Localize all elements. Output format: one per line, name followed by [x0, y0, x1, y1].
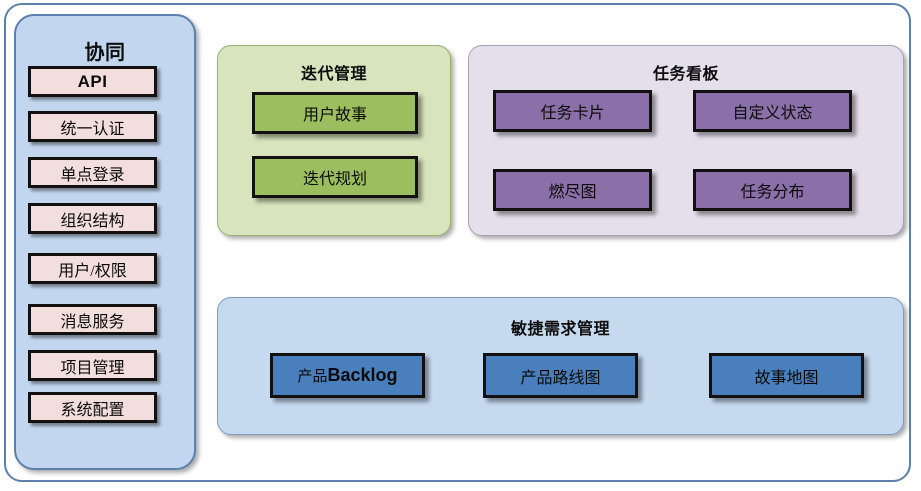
iteration-management-title: 迭代管理	[300, 66, 367, 83]
taskboard-item-task-card[interactable]: 任务卡片	[493, 90, 652, 132]
iteration-item-iteration-planning[interactable]: 迭代规划	[252, 156, 418, 198]
sidebar-title: 协同	[84, 42, 126, 64]
sidebar-item-project-management[interactable]: 项目管理	[28, 350, 157, 381]
sidebar-item-unified-auth[interactable]: 统一认证	[28, 111, 157, 142]
sidebar-item-org-structure[interactable]: 组织结构	[28, 203, 157, 234]
task-board-panel: 任务看板 任务卡片 自定义状态 燃尽图 任务分布	[468, 45, 904, 236]
outer-frame	[4, 3, 911, 482]
sidebar-item-api[interactable]: API	[28, 66, 157, 97]
agile-requirements-title: 敏捷需求管理	[510, 321, 610, 338]
iteration-item-user-story[interactable]: 用户故事	[252, 92, 418, 134]
sidebar-item-sso[interactable]: 单点登录	[28, 157, 157, 188]
agile-item-product-roadmap[interactable]: 产品路线图	[483, 353, 638, 398]
taskboard-item-custom-status[interactable]: 自定义状态	[693, 90, 852, 132]
agile-item-story-map[interactable]: 故事地图	[709, 353, 864, 398]
sidebar-item-user-permissions[interactable]: 用户/权限	[28, 253, 157, 284]
agile-item-product-backlog-latin: Backlog	[327, 365, 398, 385]
sidebar-item-message-service[interactable]: 消息服务	[28, 304, 157, 335]
iteration-management-panel: 迭代管理 用户故事 迭代规划	[217, 45, 451, 236]
task-board-title: 任务看板	[652, 66, 719, 83]
taskboard-item-burndown-chart[interactable]: 燃尽图	[493, 169, 652, 211]
sidebar-item-system-config[interactable]: 系统配置	[28, 392, 157, 423]
agile-item-product-backlog-cjk: 产品	[297, 369, 328, 385]
taskboard-item-task-distribution[interactable]: 任务分布	[693, 169, 852, 211]
